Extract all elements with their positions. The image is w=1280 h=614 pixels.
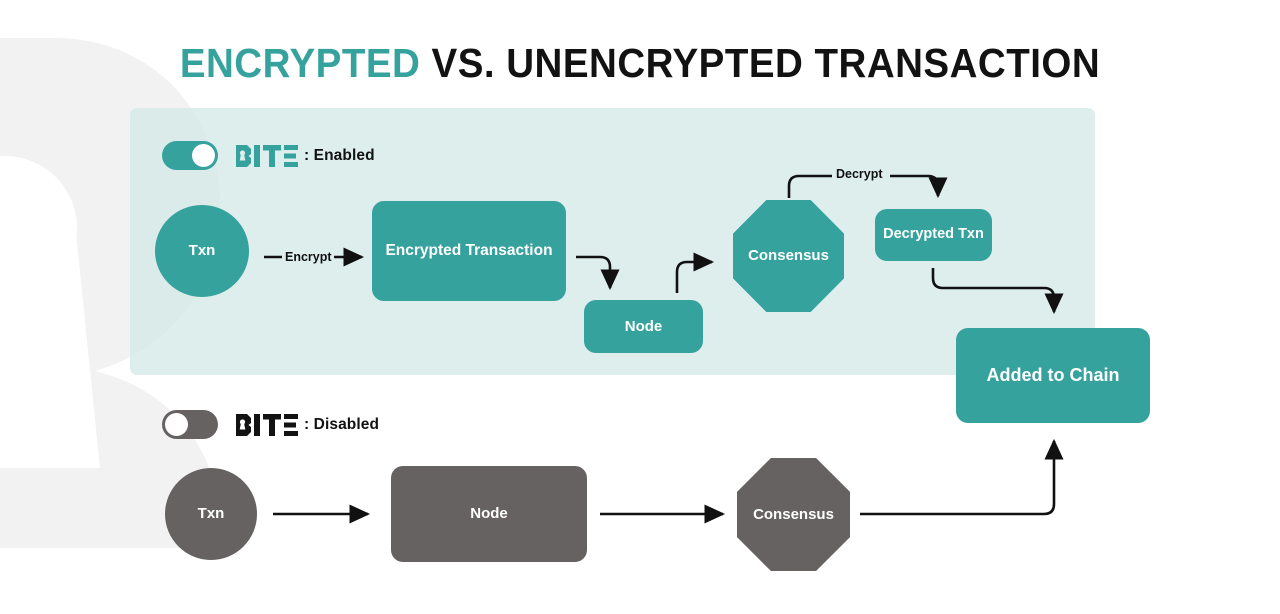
title-rest: VS. UNENCRYPTED TRANSACTION xyxy=(431,40,1101,86)
bite-status-enabled: : Enabled xyxy=(304,146,375,164)
node-consensus-unencrypted[interactable]: Consensus xyxy=(737,458,850,571)
bite-toggle-disabled[interactable] xyxy=(162,410,218,439)
node-txn-encrypted[interactable]: Txn xyxy=(155,205,249,297)
node-txn-unencrypted[interactable]: Txn xyxy=(165,468,257,560)
node-encrypted-transaction[interactable]: Encrypted Transaction xyxy=(372,201,566,301)
page-title: ENCRYPTED VS. UNENCRYPTED TRANSACTION xyxy=(38,40,1241,87)
toggle-knob xyxy=(192,144,215,167)
node-node-unencrypted[interactable]: Node xyxy=(391,466,587,562)
bite-logo-black xyxy=(236,413,298,436)
bite-logo-teal xyxy=(236,144,298,167)
edge-label-decrypt: Decrypt xyxy=(836,167,883,181)
node-added-to-chain[interactable]: Added to Chain xyxy=(956,328,1150,423)
bite-toggle-enabled[interactable] xyxy=(162,141,218,170)
node-consensus-encrypted[interactable]: Consensus xyxy=(733,200,844,312)
bite-status-disabled: : Disabled xyxy=(304,415,380,433)
node-decrypted-txn[interactable]: Decrypted Txn xyxy=(875,209,992,261)
bite-disabled-row: : Disabled xyxy=(162,410,379,439)
toggle-knob xyxy=(165,413,188,436)
node-node-encrypted[interactable]: Node xyxy=(584,300,703,353)
title-accent: ENCRYPTED xyxy=(179,40,421,86)
edge-label-encrypt: Encrypt xyxy=(285,250,332,264)
bite-enabled-row: : Enabled xyxy=(162,141,375,170)
